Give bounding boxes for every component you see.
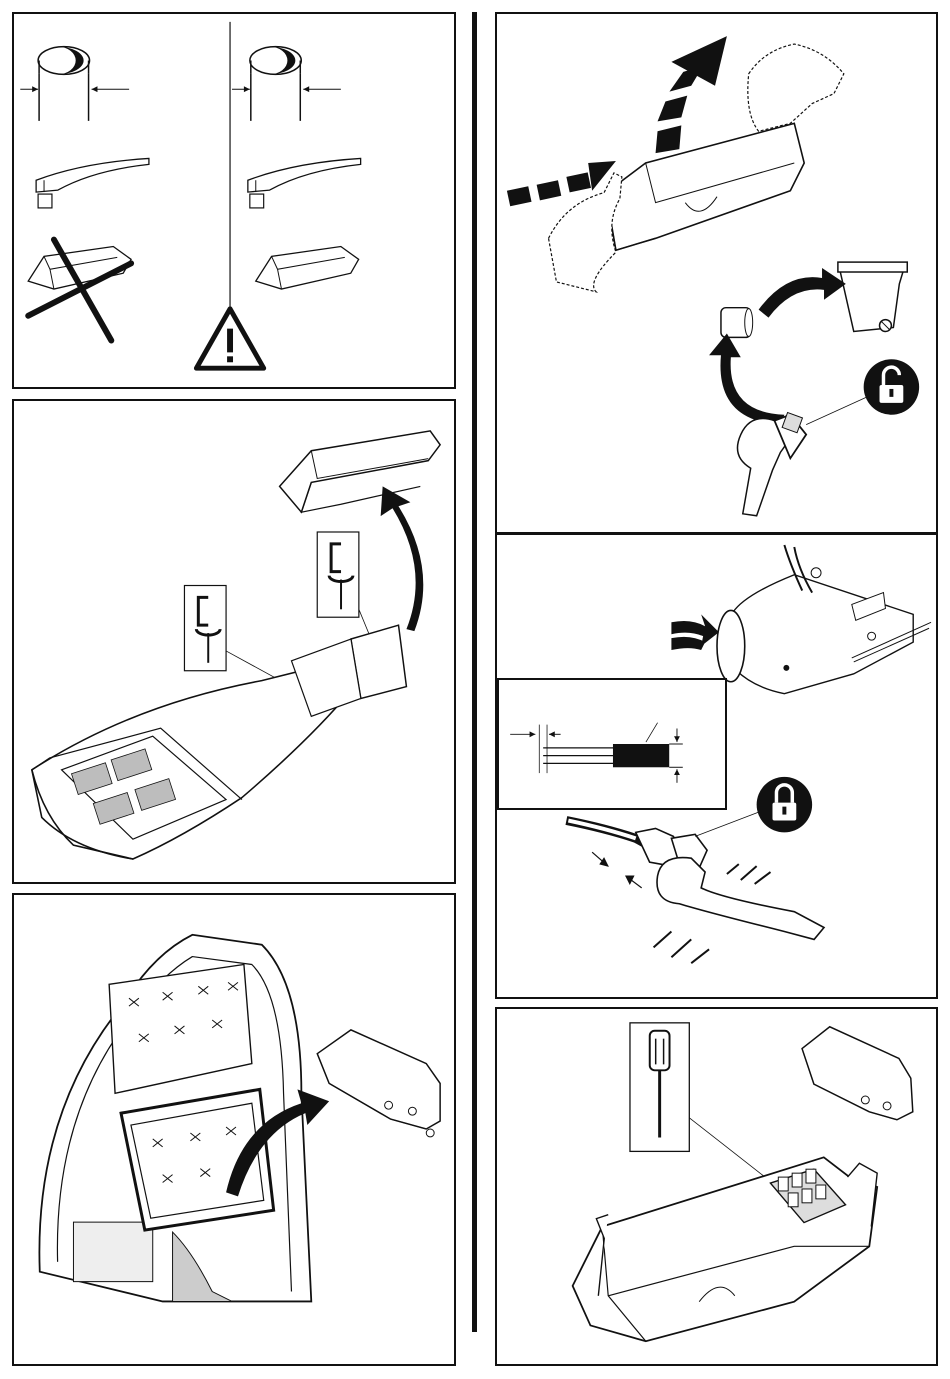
wrench-icon (737, 412, 806, 515)
strip-length-icon (592, 852, 642, 888)
luminaire-arm-icon (36, 158, 149, 207)
luminaire-arm-icon (717, 545, 931, 694)
panel-cable-entry (495, 533, 938, 999)
wrench-icon (654, 858, 824, 964)
wire-terminals-illustration (497, 1009, 936, 1364)
open-luminaire-icon (39, 935, 311, 1302)
cable-strip-detail (497, 678, 727, 810)
push-arrow-icon (671, 614, 719, 650)
remove-adapter-illustration (14, 401, 454, 882)
adapter-crossed-out-icon (28, 240, 131, 341)
adapter-icon (256, 247, 359, 290)
cable-strip-detail-illustration (499, 680, 725, 808)
pole-compatibility-illustration (14, 14, 454, 387)
panel-remove-gear-tray (495, 12, 938, 534)
allen-key-icon (317, 532, 359, 617)
panel-remove-adapter (12, 399, 456, 884)
gear-tray-icon (802, 1027, 913, 1120)
gear-tray-icon (317, 1030, 440, 1137)
cap-icon (721, 308, 753, 338)
unlock-icon (864, 359, 919, 414)
trash-bin-icon (838, 262, 907, 331)
panel-open-luminaire (12, 893, 456, 1366)
panel-pole-compatibility (12, 12, 456, 389)
gear-tray-icon (606, 123, 804, 250)
lift-arrow-icon (381, 486, 424, 631)
pole-diameter-icon (232, 47, 341, 121)
adapter-icon (280, 431, 441, 512)
gear-tray-icon (573, 1157, 878, 1341)
warning-icon (196, 309, 263, 368)
open-luminaire-illustration (14, 895, 454, 1364)
lock-icon (757, 777, 812, 832)
column-divider (472, 12, 477, 1332)
allen-key-icon (184, 586, 226, 671)
remove-gear-tray-illustration (497, 14, 936, 532)
screwdriver-icon (630, 1023, 689, 1152)
luminaire-arm-icon (248, 158, 361, 207)
pole-diameter-icon (20, 47, 129, 121)
panel-wire-terminals (495, 1007, 938, 1366)
lift-arrow-icon (656, 36, 727, 153)
